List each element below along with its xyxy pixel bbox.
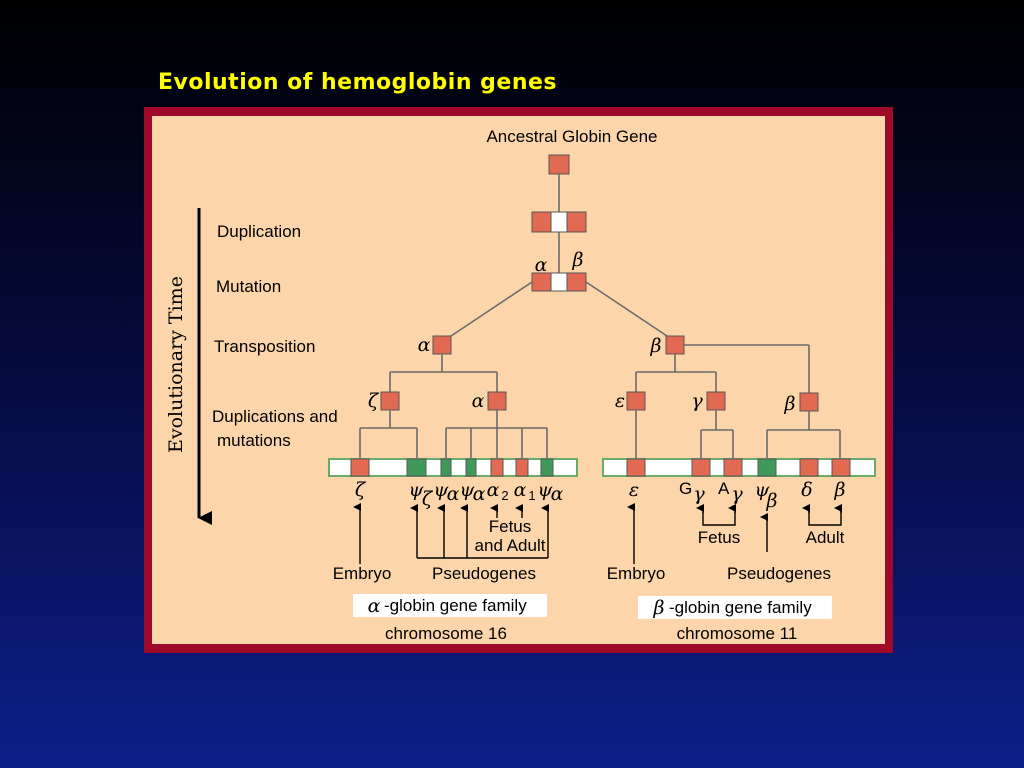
alpha-family-symbol: α xyxy=(368,595,381,617)
gene-subscript-gamma-g: γ xyxy=(693,483,705,505)
beta-precursor-gene xyxy=(566,272,587,292)
gene-subscript-1: 1 xyxy=(528,488,535,503)
alpha-gene-label: α xyxy=(472,390,485,412)
stage-dup-mut-line2: mutations xyxy=(217,431,291,450)
embryo-label-alpha: Embryo xyxy=(333,564,392,583)
chromosome-16-label: chromosome 16 xyxy=(385,624,507,643)
beta-gene xyxy=(799,392,819,412)
gene-label-beta: β xyxy=(834,479,846,501)
alpha2-locus xyxy=(490,458,504,477)
gamma-label: γ xyxy=(691,390,703,412)
epsilon-locus xyxy=(626,458,646,477)
beta-transposed-label: β xyxy=(650,335,662,357)
gene-label-delta: δ xyxy=(801,479,812,501)
gamma-gene xyxy=(706,391,726,411)
gene-subscript-zeta: ζ xyxy=(422,488,434,510)
ancestral-gene-label: Ancestral Globin Gene xyxy=(486,127,657,146)
gene-subscript-2: 2 xyxy=(501,488,508,503)
connector xyxy=(450,281,533,337)
gene-label-zeta: ζ xyxy=(355,479,367,501)
gene-label-psi-alpha-1: ψ xyxy=(434,479,450,501)
alpha1-locus xyxy=(515,458,529,477)
zeta-label: ζ xyxy=(368,390,380,412)
zeta-locus xyxy=(350,458,370,477)
psi-alpha-locus-1 xyxy=(440,458,452,477)
chromosome-16-bar xyxy=(328,458,578,477)
gene-label-g: G xyxy=(679,479,692,498)
stage-duplication: Duplication xyxy=(217,222,301,241)
stage-dup-mut-line1: Duplications and xyxy=(212,407,338,426)
alpha-transposed-gene xyxy=(432,335,452,355)
beta-symbol: β xyxy=(572,249,584,271)
gene-subscript-beta: β xyxy=(766,490,778,512)
fetus-bracket xyxy=(702,510,736,526)
evolutionary-time-label: Evolutionary Time xyxy=(165,276,187,453)
fetus-adult-label-1: Fetus xyxy=(489,517,532,536)
duplicated-gene-2 xyxy=(566,211,587,233)
stage-mutation: Mutation xyxy=(216,277,281,296)
epsilon-label: ε xyxy=(615,390,625,412)
spacer xyxy=(550,211,568,233)
alpha-family-box xyxy=(353,594,547,617)
gene-label-alpha1: α xyxy=(514,479,527,501)
fetus-label-beta: Fetus xyxy=(698,528,741,547)
beta-family-label: -globin gene family xyxy=(669,598,812,617)
g-gamma-locus xyxy=(691,458,711,477)
pseudogenes-label-alpha: Pseudogenes xyxy=(432,564,536,583)
alpha-symbol: α xyxy=(535,254,548,276)
gene-subscript-alpha-3: α xyxy=(551,483,564,505)
adult-bracket xyxy=(808,510,842,526)
beta-family-symbol: β xyxy=(653,597,665,619)
duplicated-gene-1 xyxy=(531,211,552,233)
ancestral-gene xyxy=(548,154,570,175)
slide-title: Evolution of hemoglobin genes xyxy=(158,70,558,95)
pseudogenes-label-beta: Pseudogenes xyxy=(727,564,831,583)
fetus-adult-label-2: and Adult xyxy=(475,536,546,555)
gene-label-epsilon: ε xyxy=(629,479,639,501)
alpha-gene xyxy=(487,391,507,411)
epsilon-gene xyxy=(626,391,646,411)
beta-locus xyxy=(831,458,851,477)
psi-beta-locus xyxy=(757,458,777,477)
beta-transposed-gene xyxy=(665,335,685,355)
gene-label-psi-alpha-3: ψ xyxy=(538,479,554,501)
gene-label-a: A xyxy=(718,479,730,498)
psi-zeta-locus xyxy=(406,458,427,477)
gene-label-alpha2: α xyxy=(487,479,500,501)
gene-subscript-gamma-a: γ xyxy=(731,483,743,505)
alpha-precursor-gene xyxy=(531,272,552,292)
diagram-panel xyxy=(152,116,885,644)
gene-subscript-alpha-1: α xyxy=(447,483,460,505)
psi-alpha-locus-2 xyxy=(465,458,477,477)
embryo-label-beta: Embryo xyxy=(607,564,666,583)
gene-label-psi-beta: ψ xyxy=(755,479,771,501)
chromosome-11-label: chromosome 11 xyxy=(677,624,798,643)
adult-label-beta: Adult xyxy=(806,528,845,547)
connector xyxy=(585,281,668,337)
zeta-gene xyxy=(380,391,400,411)
delta-locus xyxy=(799,458,819,477)
alpha-transposed-label: α xyxy=(418,334,431,356)
gene-label-psi-alpha-2: ψ xyxy=(460,479,476,501)
gene-label-psi-zeta: ψ xyxy=(409,479,425,501)
beta-family-box xyxy=(638,596,832,619)
spacer xyxy=(550,272,568,292)
beta-gene-label: β xyxy=(784,393,796,415)
gene-subscript-alpha-2: α xyxy=(473,483,486,505)
psi-alpha-locus-3 xyxy=(540,458,554,477)
a-gamma-locus xyxy=(723,458,743,477)
alpha-family-label: -globin gene family xyxy=(384,596,527,615)
stage-transposition: Transposition xyxy=(214,337,315,356)
